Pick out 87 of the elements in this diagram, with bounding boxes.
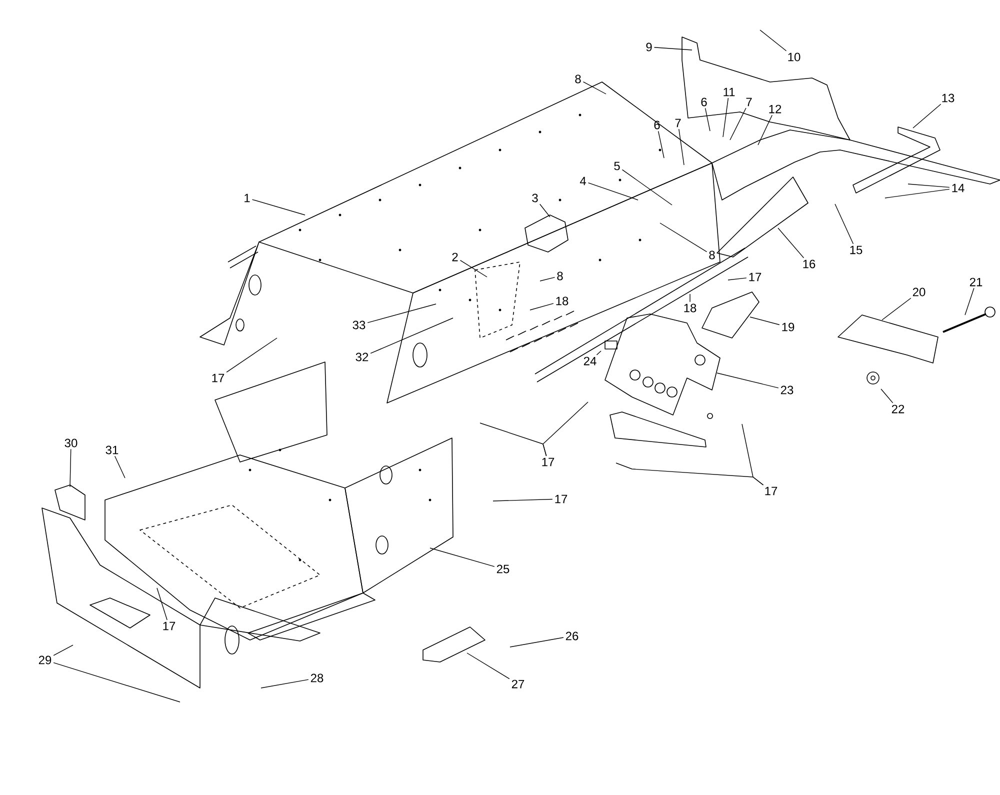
leader-line [510, 637, 564, 648]
leader-line [654, 47, 692, 50]
callout-number: 7 [675, 118, 681, 128]
leader-line [156, 588, 168, 620]
callout-number: 16 [803, 260, 816, 268]
leader-line [658, 130, 664, 158]
leader-line [430, 548, 495, 567]
leader-line [114, 456, 126, 478]
leader-line [716, 372, 779, 388]
leader-line [542, 402, 588, 456]
callout-number: 6 [701, 98, 707, 106]
leader-line [53, 662, 180, 702]
leader-line [880, 388, 894, 404]
callout-number: 17 [749, 272, 762, 282]
callout-number: 9 [646, 42, 652, 52]
leader-line [834, 204, 854, 244]
leader-line [367, 304, 436, 324]
leader-line [964, 288, 974, 316]
leader-line [492, 498, 553, 502]
callout-number: 5 [614, 162, 620, 170]
callout-number: 17 [163, 622, 176, 630]
leader-line [912, 104, 942, 128]
callout-number: 22 [892, 404, 904, 414]
leader-line [70, 448, 72, 488]
callout-number: 26 [566, 632, 578, 640]
leader-line [760, 30, 787, 52]
callout-number: 7 [746, 98, 752, 106]
callout-number: 18 [684, 304, 696, 312]
leader-line [596, 350, 602, 356]
leader-line [460, 260, 488, 278]
callout-number: 27 [512, 680, 524, 688]
callout-number: 15 [850, 246, 862, 254]
leader-line [728, 278, 747, 280]
leader-line [758, 114, 772, 146]
callout-number: 4 [580, 176, 586, 186]
callout-number: 1 [244, 194, 250, 202]
callout-number: 29 [38, 656, 52, 664]
callout-number: 6 [654, 120, 660, 130]
callout-number: 21 [970, 278, 982, 286]
leader-line [622, 169, 672, 206]
callout-number: 25 [496, 564, 510, 574]
callout-number: 17 [765, 486, 778, 496]
callout-number: 14 [952, 184, 964, 192]
callout-number: 8 [575, 74, 581, 84]
callout-number: 17 [542, 458, 554, 466]
leader-line [778, 228, 804, 258]
leader-line [884, 188, 950, 198]
callout-number: 32 [356, 352, 368, 362]
leader-line [530, 303, 554, 310]
callout-number: 12 [769, 104, 782, 114]
callout-number: 13 [942, 94, 954, 102]
callout-number: 18 [556, 296, 568, 306]
leader-line [260, 679, 309, 688]
leader-line [252, 199, 306, 216]
leader-line [466, 652, 510, 680]
callout-number: 33 [352, 320, 366, 330]
leader-line [616, 462, 764, 486]
leader-line [882, 298, 912, 320]
leader-line [540, 204, 550, 218]
callout-number: 31 [106, 446, 118, 454]
leader-line [704, 108, 710, 132]
callout-number: 8 [557, 272, 563, 280]
leader-line [660, 222, 708, 252]
callout-number: 17 [555, 494, 568, 504]
leader-line [730, 108, 746, 140]
callout-number: 2 [452, 252, 458, 262]
callout-number: 19 [782, 322, 794, 332]
leader-line [53, 644, 74, 656]
callout-number: 10 [788, 52, 800, 62]
leader-line [750, 316, 780, 326]
leader-line [588, 182, 638, 200]
callout-number: 20 [912, 288, 926, 296]
leader-line [540, 276, 556, 282]
leader-line [908, 184, 950, 188]
leader-line [722, 98, 729, 138]
callout-number: 30 [64, 438, 78, 448]
leader-line [226, 338, 278, 373]
callout-number: 17 [212, 374, 224, 382]
callout-number: 11 [724, 88, 735, 96]
callout-number: 8 [709, 250, 715, 260]
leader-line [582, 81, 606, 94]
leader-line [370, 318, 454, 354]
leader-line [678, 128, 684, 166]
callout-number: 3 [532, 194, 538, 202]
callout-number: 28 [310, 674, 324, 682]
callout-number: 23 [780, 386, 794, 394]
callout-number: 24 [584, 356, 596, 366]
